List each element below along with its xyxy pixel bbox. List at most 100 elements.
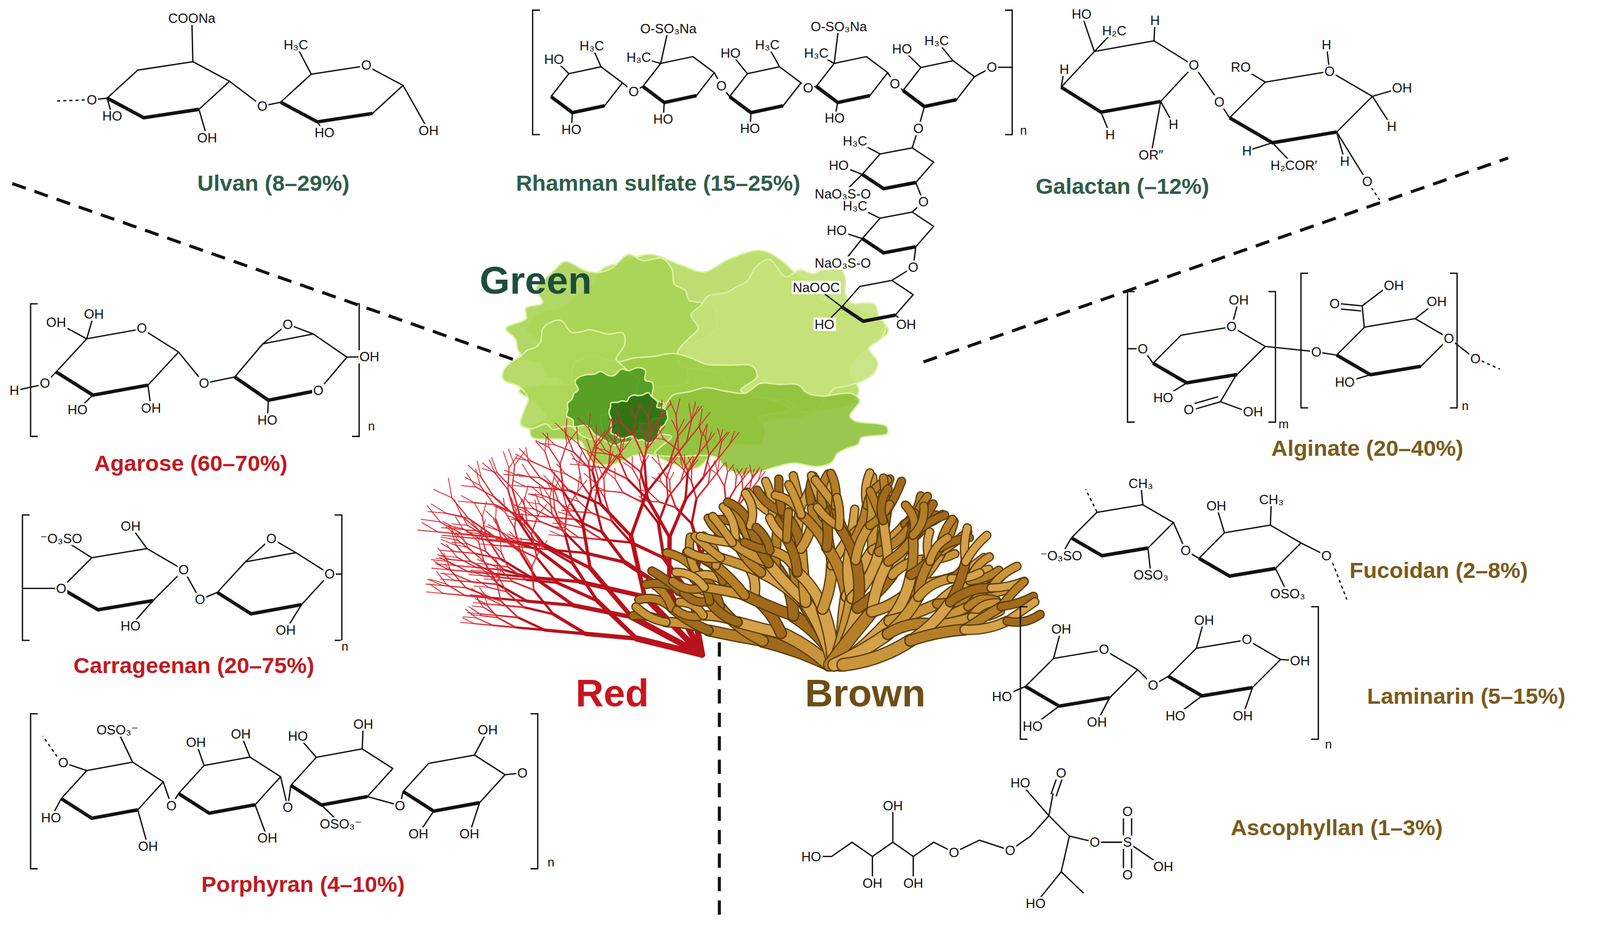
seaweed-branch xyxy=(586,633,637,639)
seaweed-branch xyxy=(634,436,645,460)
bond xyxy=(1481,360,1500,370)
bond xyxy=(1340,304,1362,307)
sugar-ring xyxy=(642,56,714,103)
dashed-divider xyxy=(923,158,1508,362)
atom-label: O xyxy=(1328,297,1342,311)
seaweed-branch xyxy=(501,531,518,544)
atom-label: O xyxy=(193,593,207,607)
atom-label: HO xyxy=(256,413,279,427)
seaweed-branch xyxy=(535,493,540,504)
seaweed-branch xyxy=(523,502,527,524)
seaweed-branch xyxy=(670,492,676,508)
ring-front-bond xyxy=(56,372,149,396)
bond xyxy=(892,808,894,843)
seaweed-branch xyxy=(566,434,579,444)
atom-label: H₃C xyxy=(625,50,653,64)
bond xyxy=(1362,306,1365,328)
seaweed-branch xyxy=(575,519,603,533)
frond-edge xyxy=(882,521,889,563)
seaweed-branch xyxy=(512,480,525,487)
atom-label: O xyxy=(323,567,336,582)
seaweed-branch xyxy=(724,472,728,487)
seaweed-branch xyxy=(491,458,498,474)
seaweed-branch xyxy=(610,434,619,448)
seaweed-branch xyxy=(621,423,635,437)
atom-label: O xyxy=(888,76,902,91)
atom-label: H₃C xyxy=(282,38,309,52)
frond-edge xyxy=(965,535,987,563)
sugar-ring xyxy=(280,66,403,123)
seaweed-branch xyxy=(421,519,441,523)
seaweed-branch xyxy=(471,588,484,597)
atom-label: OH xyxy=(256,831,279,846)
atom-label: OSO₃⁻ xyxy=(318,817,363,831)
atom-label: O xyxy=(1121,868,1134,882)
seaweed-branch xyxy=(675,398,680,416)
seaweed-branch xyxy=(730,431,735,445)
group-label: Red xyxy=(575,674,649,714)
seaweed-branch xyxy=(515,454,529,462)
seaweed-branch xyxy=(485,511,496,521)
seaweed-branch xyxy=(523,486,528,503)
seaweed-branch xyxy=(691,466,692,481)
seaweed-branch xyxy=(678,450,688,472)
seaweed-branch xyxy=(485,571,502,578)
atom-label: O xyxy=(265,531,278,546)
dashed-divider xyxy=(12,183,521,362)
atom-label: HO xyxy=(101,109,124,124)
seaweed-branch xyxy=(705,437,710,456)
seaweed-branch xyxy=(602,532,625,563)
seaweed-branch xyxy=(616,410,623,424)
polysaccharide-name: Porphyran (4–10%) xyxy=(201,874,405,897)
group-label: Brown xyxy=(804,674,926,714)
atom-label: OH xyxy=(82,307,105,321)
seaweed-branch xyxy=(479,588,488,599)
frond xyxy=(1007,614,1041,623)
ring-front-bond xyxy=(280,102,373,123)
atom-label: O xyxy=(85,93,99,107)
seaweed-branch xyxy=(730,432,740,445)
seaweed-branch xyxy=(660,400,662,417)
atom-label: HO xyxy=(800,850,823,864)
seaweed-branch xyxy=(446,544,458,558)
seaweed-branch xyxy=(542,487,550,499)
seaweed-branch xyxy=(488,533,501,542)
bond xyxy=(1336,132,1368,182)
seaweed-branch xyxy=(564,532,573,564)
seaweed-branch xyxy=(644,433,651,460)
seaweed-branch xyxy=(490,564,509,567)
atom-label: H xyxy=(1385,119,1398,134)
seaweed-branch xyxy=(505,591,524,608)
seaweed-branch xyxy=(687,453,699,471)
chemical-structure xyxy=(532,10,1012,322)
seaweed-branch xyxy=(703,459,719,478)
seaweed-branch xyxy=(427,579,444,586)
atom-label: OH xyxy=(139,401,162,415)
seaweed-branch xyxy=(504,470,520,476)
atom-label: OH xyxy=(352,717,374,732)
seaweed-branch xyxy=(473,502,494,505)
frond xyxy=(930,538,948,562)
seaweed-branch xyxy=(495,505,497,521)
polysaccharide-name: Ulvan (8–29%) xyxy=(197,172,350,195)
bond xyxy=(1193,396,1219,405)
bond xyxy=(1362,289,1384,306)
seaweed-branch xyxy=(709,441,720,455)
repeat-subscript: n xyxy=(546,856,556,870)
atom-label: O xyxy=(360,58,373,73)
seaweed-branch xyxy=(497,615,519,618)
atom-label: H₂COR′ xyxy=(1269,158,1319,173)
seaweed-branch xyxy=(465,588,493,599)
sugar-ring xyxy=(1336,318,1450,375)
seaweed-branch xyxy=(441,537,459,541)
polysaccharide-name: Ascophyllan (1–3%) xyxy=(1230,816,1443,840)
atom-label: O xyxy=(57,756,70,771)
frond xyxy=(675,572,705,588)
atom-label: H xyxy=(1104,127,1116,142)
seaweed-branch xyxy=(572,563,597,601)
seaweed-branch xyxy=(514,547,538,558)
seaweed-branch xyxy=(544,544,591,569)
atom-label: O xyxy=(1309,345,1323,359)
atom-label: OH xyxy=(1205,499,1228,513)
atom-label: HO xyxy=(119,619,142,634)
